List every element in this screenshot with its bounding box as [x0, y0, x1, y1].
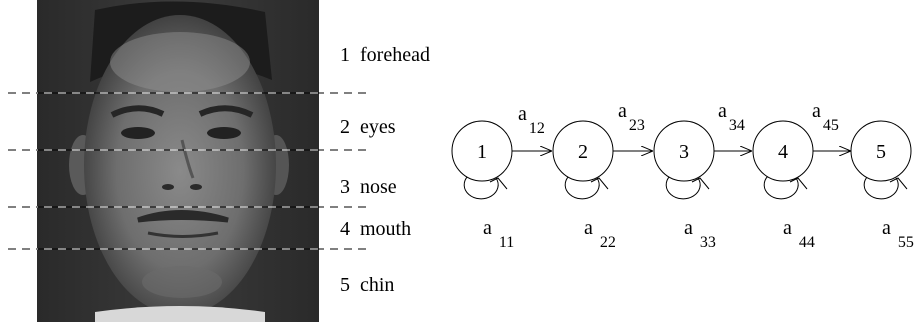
- region-separators: [8, 92, 370, 250]
- transition-label-23: a23: [618, 100, 645, 134]
- face-photo: [37, 0, 319, 322]
- self-loop-label-55: a 55: [882, 217, 914, 251]
- region-number: 1: [340, 44, 350, 66]
- self-loop-label-11: a 11: [483, 217, 514, 251]
- region-label-chin: 5 chin: [340, 274, 394, 296]
- right-eyebrow: [198, 105, 254, 118]
- region-number: 3: [340, 176, 350, 198]
- region-name: mouth: [360, 218, 411, 240]
- label-subscript: 44: [799, 234, 815, 251]
- state-label-5: 5: [876, 141, 886, 163]
- self-loop-arrowhead-3: [691, 177, 710, 190]
- label-symbol: a: [882, 217, 891, 239]
- label-symbol: a: [684, 217, 693, 239]
- self-loop-arrowhead-5: [889, 177, 908, 190]
- hmm-diagram: [451, 120, 912, 200]
- region-name: nose: [360, 176, 397, 198]
- state-labels: 1 2 3 4 5: [477, 141, 886, 163]
- region-labels: 1 forehead 2 eyes 3 nose 4 mouth 5 chin: [340, 44, 430, 296]
- face: [84, 15, 276, 315]
- region-number: 5: [340, 274, 350, 296]
- nose-bridge: [180, 139, 195, 179]
- region-number: 4: [340, 218, 350, 240]
- state-node-1: [451, 120, 513, 182]
- collar: [95, 306, 265, 322]
- left-eye: [121, 127, 155, 139]
- self-loop-labels: a 11 a 22 a 33 a 44 a 55: [483, 217, 914, 251]
- region-label-eyes: 2 eyes: [340, 116, 396, 138]
- state-label-2: 2: [578, 141, 588, 163]
- state-label-1: 1: [477, 141, 487, 163]
- region-number: 2: [340, 116, 350, 138]
- self-loop-2: [564, 175, 600, 200]
- transition-labels: a12 a23 a34 a45: [518, 100, 839, 137]
- label-symbol: a: [718, 100, 727, 122]
- state-label-4: 4: [778, 141, 788, 163]
- region-label-mouth: 4 mouth: [340, 218, 411, 240]
- state-node-3: [653, 120, 715, 182]
- label-subscript: 55: [898, 234, 914, 251]
- region-separators-light: [37, 92, 319, 250]
- right-eye: [207, 127, 241, 139]
- state-node-4: [752, 120, 814, 182]
- transition-label-45: a45: [812, 100, 839, 134]
- self-loop-arrowhead-4: [789, 177, 808, 190]
- label-symbol: a: [584, 217, 593, 239]
- left-eyebrow: [110, 105, 165, 118]
- state-node-5: [850, 120, 912, 182]
- region-name: forehead: [360, 44, 430, 66]
- state-node-2: [552, 120, 614, 182]
- label-subscript: 23: [629, 117, 645, 134]
- right-nostril: [190, 184, 202, 190]
- state-label-3: 3: [679, 141, 689, 163]
- transition-label-34: a34: [718, 100, 745, 134]
- self-loop-label-22: a 22: [584, 217, 616, 251]
- mouth: [147, 231, 219, 238]
- label-symbol: a: [618, 100, 627, 122]
- label-subscript: 34: [729, 117, 745, 134]
- self-loop-label-33: a 33: [684, 217, 716, 251]
- left-nostril: [162, 184, 174, 190]
- region-name: chin: [360, 274, 394, 296]
- label-symbol: a: [518, 103, 527, 125]
- label-subscript: 12: [529, 120, 545, 137]
- self-loop-1: [463, 175, 499, 200]
- chin-shadow: [142, 266, 222, 298]
- self-loop-label-44: a 44: [783, 217, 815, 251]
- transition-label-12: a12: [518, 103, 545, 137]
- region-label-nose: 3 nose: [340, 176, 397, 198]
- self-loop-4: [763, 175, 799, 200]
- label-subscript: 22: [600, 234, 616, 251]
- region-name: eyes: [360, 116, 396, 138]
- label-symbol: a: [812, 100, 821, 122]
- label-subscript: 45: [823, 117, 839, 134]
- self-loop-arrowhead-2: [590, 177, 609, 190]
- region-label-forehead: 1 forehead: [340, 44, 430, 66]
- self-loop-3: [665, 175, 701, 200]
- label-symbol: a: [483, 217, 492, 239]
- self-loop-5: [863, 175, 899, 200]
- label-subscript: 33: [700, 234, 716, 251]
- self-loop-arrowhead-1: [489, 177, 508, 190]
- moustache: [137, 210, 229, 223]
- label-subscript: 11: [499, 234, 514, 251]
- label-symbol: a: [783, 217, 792, 239]
- forehead-highlight: [110, 32, 250, 92]
